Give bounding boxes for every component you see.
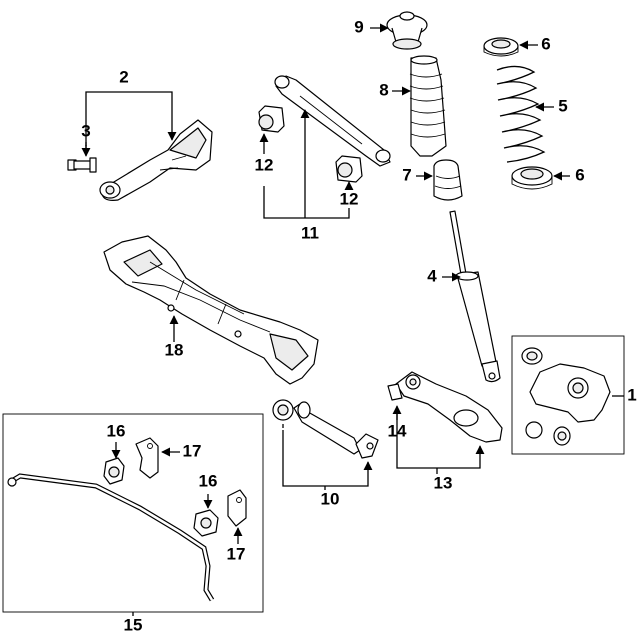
bushing-lower-part (335, 155, 363, 183)
trailing-arm-part (99, 119, 213, 201)
spring-seat-upper-part (483, 37, 519, 57)
callout-18: 18 (165, 340, 184, 359)
callout-7: 7 (402, 165, 411, 184)
stabilizer-bracket-upper-part (135, 437, 159, 479)
lateral-arm-part (274, 75, 391, 167)
callout-15: 15 (124, 615, 143, 634)
stabilizer-box (2, 413, 264, 613)
callout-8: 8 (379, 80, 388, 99)
callout-16-upper: 16 (107, 421, 126, 440)
callout-14: 14 (388, 421, 407, 440)
leader-lines (81, 23, 624, 616)
callout-6-upper: 6 (541, 34, 550, 53)
stabilizer-bushing-lower-part (193, 509, 219, 537)
callout-5: 5 (558, 96, 567, 115)
callout-12-upper: 12 (255, 155, 274, 174)
coil-spring-part (496, 65, 546, 163)
callout-17-upper: 17 (183, 441, 202, 460)
callout-9: 9 (354, 17, 363, 36)
callout-4: 4 (427, 266, 437, 285)
stabilizer-bar-part (7, 473, 215, 602)
stabilizer-bushing-upper-part (103, 457, 125, 485)
spring-seat-lower-part (511, 166, 553, 190)
callout-13: 13 (434, 473, 453, 492)
toe-link-part (67, 157, 97, 173)
knuckle-part (521, 347, 611, 446)
strut-mount-part (386, 11, 428, 50)
bushing-upper-part (258, 105, 285, 133)
callout-2: 2 (119, 67, 128, 86)
stabilizer-bracket-lower-part (227, 489, 247, 527)
callout-3: 3 (81, 121, 90, 140)
dust-boot-part (409, 55, 447, 157)
callout-10: 10 (321, 489, 340, 508)
callout-1: 1 (627, 385, 636, 404)
bump-stop-part (433, 159, 463, 201)
shock-absorber-part (449, 210, 501, 383)
knuckle-box (511, 335, 625, 455)
rear-link-part (272, 399, 379, 459)
crossmember-part (103, 235, 319, 385)
callout-11: 11 (301, 223, 319, 242)
callout-16-lower: 16 (199, 471, 218, 490)
lower-control-arm-part (387, 371, 503, 443)
callout-12-lower: 12 (340, 189, 359, 208)
callout-17-lower: 17 (227, 544, 246, 563)
callout-6-lower: 6 (575, 165, 584, 184)
